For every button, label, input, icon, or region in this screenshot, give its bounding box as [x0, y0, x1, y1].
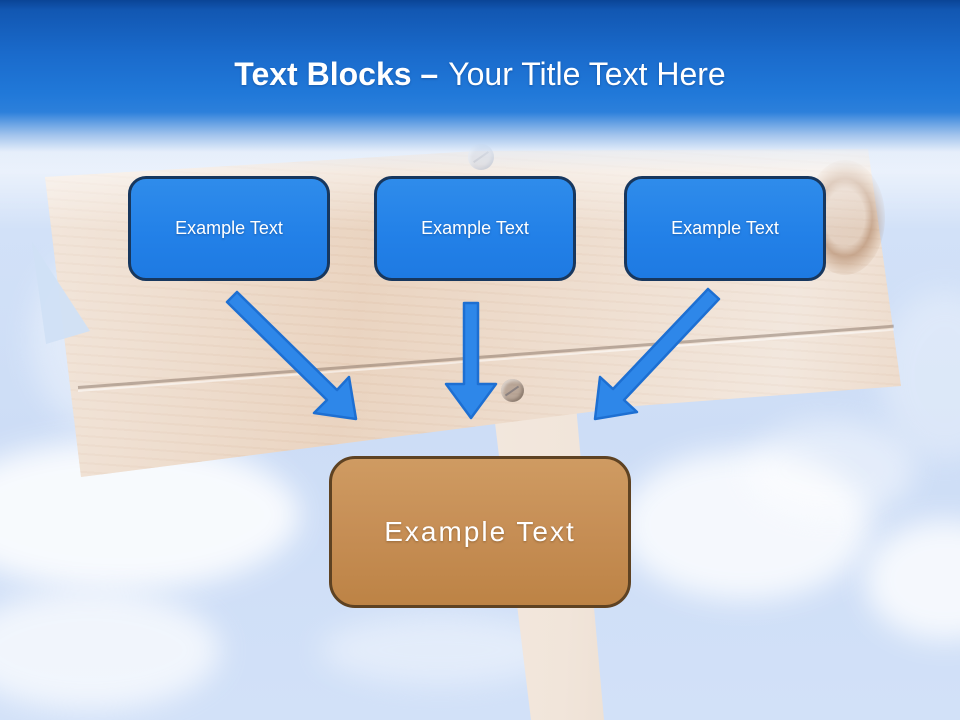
title-bold-text: Text Blocks –	[234, 56, 439, 92]
cloud	[0, 590, 220, 710]
arrow-down-right-icon[interactable]	[225, 290, 358, 421]
text-block-3-label: Example Text	[671, 218, 779, 238]
arrow-down-icon[interactable]	[444, 301, 498, 420]
text-block-3[interactable]: Example Text	[624, 176, 826, 281]
cloud	[745, 420, 915, 520]
text-block-2-label: Example Text	[421, 218, 529, 238]
cloud	[620, 450, 870, 600]
header-band	[0, 0, 960, 175]
text-block-2[interactable]: Example Text	[374, 176, 576, 281]
arrow-down-left-icon[interactable]	[593, 287, 721, 421]
slide-title[interactable]: Text Blocks –Your Title Text Here	[0, 52, 960, 96]
text-block-1-label: Example Text	[175, 218, 283, 238]
result-block[interactable]: Example Text	[329, 456, 631, 608]
screw-icon	[501, 379, 524, 402]
result-block-label: Example Text	[384, 516, 576, 547]
text-block-1[interactable]: Example Text	[128, 176, 330, 281]
title-regular-text: Your Title Text Here	[448, 56, 726, 92]
